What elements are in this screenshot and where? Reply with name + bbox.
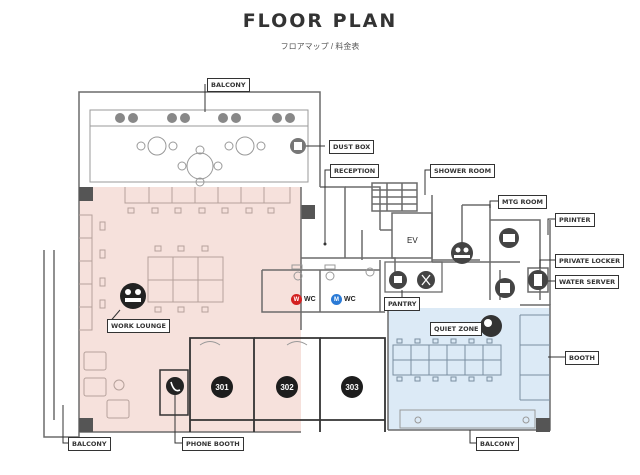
dust-box-label: DUST BOX [329, 140, 375, 154]
pantry-label: PANTRY [384, 297, 421, 311]
balcony-bottom-right-label: BALCONY [476, 437, 519, 451]
booth-label: BOOTH [565, 351, 599, 365]
phone-booth-label: PHONE BOOTH [182, 437, 244, 451]
water-server-label: WATER SERVER [555, 275, 620, 289]
room-302-badge: 302 [276, 376, 298, 398]
balcony-top-label: BALCONY [207, 78, 250, 92]
quiet-zone-desks [392, 314, 550, 401]
page-subtitle: フロアマップ / 料金表 [280, 42, 360, 51]
womens-wc-label: WC [304, 296, 316, 303]
mens-wc: M WC [331, 294, 356, 305]
ev-label: EV [407, 236, 418, 245]
shower-room-label: SHOWER ROOM [430, 164, 496, 178]
balcony-tables [136, 136, 266, 187]
mens-wc-icon: M [331, 294, 342, 305]
mtg-room-label: MTG ROOM [498, 195, 548, 209]
balcony-bottom-left-label: BALCONY [68, 437, 111, 451]
womens-wc-icon: W [291, 294, 302, 305]
private-locker-label: PRIVATE LOCKER [555, 254, 625, 268]
outer-walls [43, 91, 551, 438]
mtg-room-icon [451, 242, 473, 264]
work-lounge-label: WORK LOUNGE [107, 319, 170, 333]
printer-label: PRINTER [555, 213, 595, 227]
room-303-badge: 303 [341, 376, 363, 398]
balcony-plants [115, 113, 295, 123]
mens-wc-label: WC [344, 296, 356, 303]
quiet-zone-label: QUIET ZONE [430, 322, 483, 336]
meeting-rooms [189, 337, 386, 432]
room-301-badge: 301 [211, 376, 233, 398]
womens-wc: W WC [291, 294, 316, 305]
lounge-furniture [79, 187, 291, 419]
page-title: FLOOR PLAN [242, 10, 398, 32]
reception-label: RECEPTION [330, 164, 380, 178]
